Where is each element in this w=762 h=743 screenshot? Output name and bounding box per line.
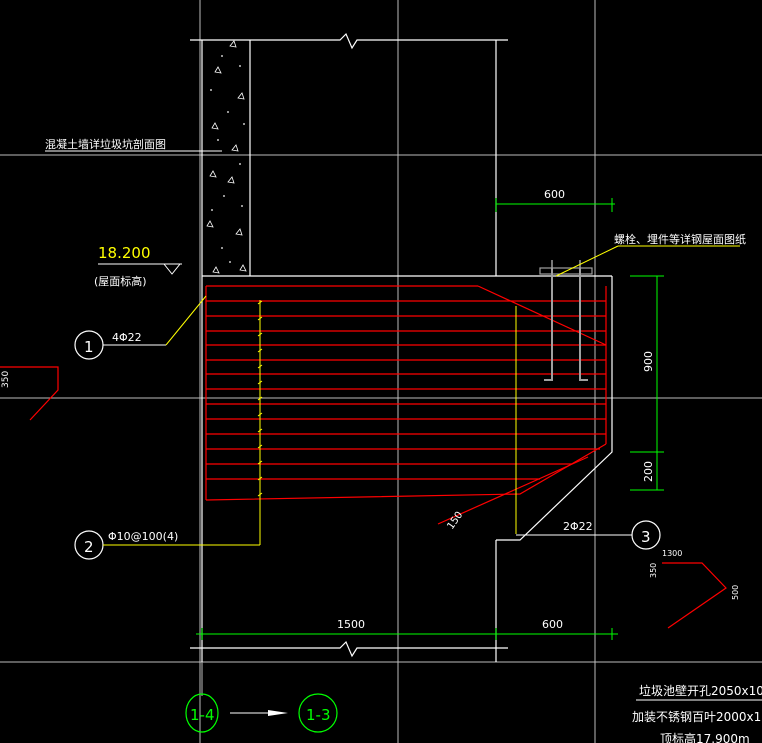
dim-600-bottom: 600 xyxy=(542,618,563,631)
axis-label-from: 1-4 xyxy=(190,706,215,724)
axis-label-to: 1-3 xyxy=(306,706,331,724)
axis-arrow-icon xyxy=(268,710,288,716)
dim-1500: 1500 xyxy=(337,618,365,631)
anchor-bolts xyxy=(539,260,593,381)
callout-1-label: 1 xyxy=(84,338,94,356)
concrete-hatch xyxy=(206,40,247,274)
dim-right xyxy=(630,275,664,491)
bolt-note-leader xyxy=(555,245,619,277)
rebar-cage xyxy=(205,285,607,525)
dim-350: 350 xyxy=(649,563,658,578)
callout-1-leader xyxy=(165,295,207,346)
stirrup-ticks xyxy=(257,300,517,534)
rebar-3-spec: 2Φ22 xyxy=(563,520,593,533)
dim-top xyxy=(495,198,615,212)
bolt-note: 螺栓、埋件等详钢屋面图纸 xyxy=(614,232,746,246)
note-line-3: 顶标高17.900m xyxy=(660,731,750,743)
axis-bubble-to xyxy=(298,693,338,733)
bent-bar-detail xyxy=(662,562,727,629)
callout-3-label: 3 xyxy=(641,528,651,546)
elevation-value: 18.200 xyxy=(98,244,151,262)
dim-600-top: 600 xyxy=(544,188,565,201)
callout-2-label: 2 xyxy=(84,538,94,556)
note-line-2: 加装不锈钢百叶2000x1000 xyxy=(632,710,762,724)
wall-outline xyxy=(190,32,613,662)
rebar-2-spec: Φ10@100(4) xyxy=(108,530,178,543)
dim-900: 900 xyxy=(642,351,655,372)
elevation-triangle-icon xyxy=(162,263,182,275)
dim-bottom xyxy=(196,628,618,640)
concrete-dots xyxy=(210,55,245,263)
axis-bubble-from xyxy=(185,693,219,733)
dim-1300: 1300 xyxy=(662,549,682,558)
section-title: 混凝土墙详垃圾坑剖面图 xyxy=(45,137,166,151)
dim-500: 500 xyxy=(731,585,740,600)
rebar-1-spec: 4Φ22 xyxy=(112,331,142,344)
elevation-note: (屋面标高) xyxy=(94,274,147,288)
left-detail-dim: 350 xyxy=(1,371,11,388)
note-line-1: 垃圾池壁开孔2050x1050 xyxy=(639,683,762,698)
left-rebar-detail xyxy=(0,366,59,421)
dim-200: 200 xyxy=(642,461,655,482)
